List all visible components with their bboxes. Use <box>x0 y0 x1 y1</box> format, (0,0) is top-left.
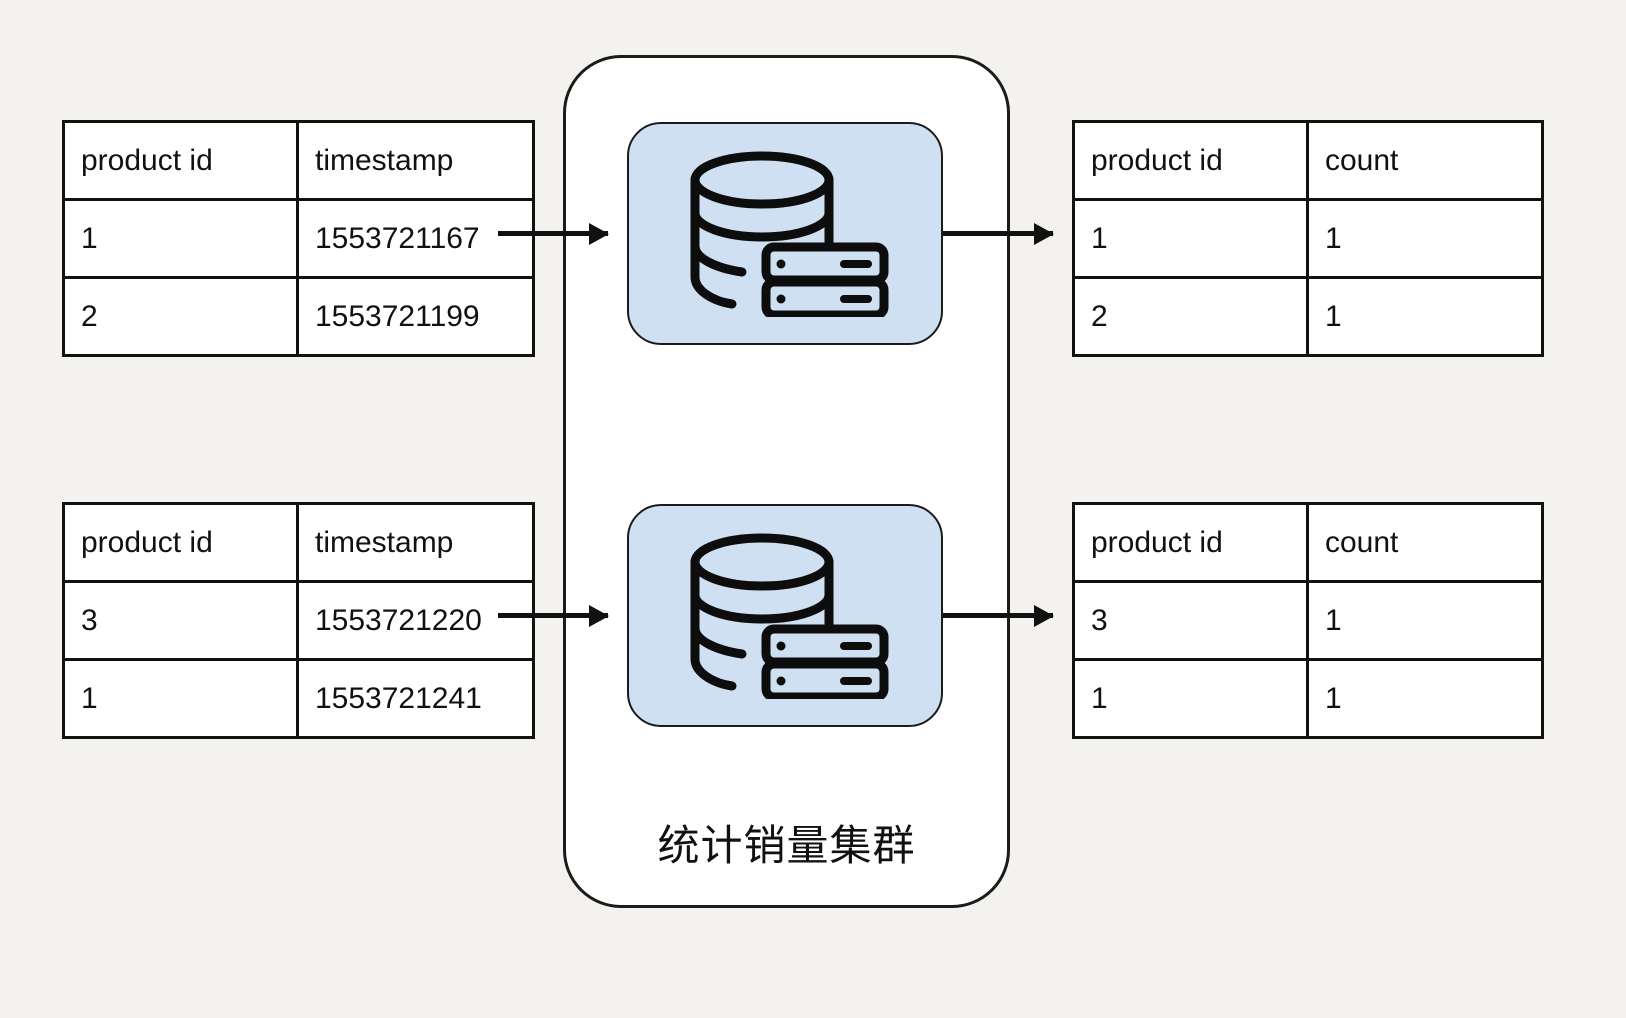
cell-timestamp: 1553721241 <box>296 658 535 739</box>
cluster-label: 统计销量集群 <box>657 821 916 870</box>
column-header-timestamp: timestamp <box>296 120 535 201</box>
cell-product-id: 2 <box>62 276 299 357</box>
cluster-node-2 <box>627 504 943 727</box>
input-table-bottom: product id timestamp 3 1553721220 1 1553… <box>62 502 535 739</box>
cell-product-id: 1 <box>1072 658 1309 739</box>
cell-count: 1 <box>1306 658 1544 739</box>
input-table-top: product id timestamp 1 1553721167 2 1553… <box>62 120 535 357</box>
table-header-row: product id count <box>1072 120 1544 201</box>
table-row: 2 1 <box>1072 276 1544 357</box>
table-row: 2 1553721199 <box>62 276 535 357</box>
table-row: 1 1553721241 <box>62 658 535 739</box>
cluster-node-1 <box>627 122 943 345</box>
arrow-output-bottom <box>943 613 1053 618</box>
arrow-input-bottom <box>498 613 608 618</box>
database-server-icon <box>680 151 890 317</box>
table-row: 1 1 <box>1072 198 1544 279</box>
cell-product-id: 3 <box>1072 580 1309 661</box>
table-header-row: product id timestamp <box>62 120 535 201</box>
arrow-input-top <box>498 231 608 236</box>
column-header-timestamp: timestamp <box>296 502 535 583</box>
cell-product-id: 1 <box>1072 198 1309 279</box>
cell-product-id: 2 <box>1072 276 1309 357</box>
column-header-count: count <box>1306 120 1544 201</box>
cell-count: 1 <box>1306 198 1544 279</box>
cell-product-id: 1 <box>62 198 299 279</box>
database-server-icon <box>680 533 890 699</box>
table-header-row: product id timestamp <box>62 502 535 583</box>
column-header-count: count <box>1306 502 1544 583</box>
column-header-product-id: product id <box>62 120 299 201</box>
output-table-top: product id count 1 1 2 1 <box>1072 120 1544 357</box>
cell-product-id: 3 <box>62 580 299 661</box>
cell-timestamp: 1553721220 <box>296 580 535 661</box>
cell-timestamp: 1553721167 <box>296 198 535 279</box>
cell-count: 1 <box>1306 580 1544 661</box>
column-header-product-id: product id <box>62 502 299 583</box>
column-header-product-id: product id <box>1072 502 1309 583</box>
cell-timestamp: 1553721199 <box>296 276 535 357</box>
arrow-output-top <box>943 231 1053 236</box>
table-header-row: product id count <box>1072 502 1544 583</box>
table-row: 1 1 <box>1072 658 1544 739</box>
table-row: 3 1 <box>1072 580 1544 661</box>
column-header-product-id: product id <box>1072 120 1309 201</box>
cell-product-id: 1 <box>62 658 299 739</box>
table-row: 1 1553721167 <box>62 198 535 279</box>
cell-count: 1 <box>1306 276 1544 357</box>
output-table-bottom: product id count 3 1 1 1 <box>1072 502 1544 739</box>
table-row: 3 1553721220 <box>62 580 535 661</box>
